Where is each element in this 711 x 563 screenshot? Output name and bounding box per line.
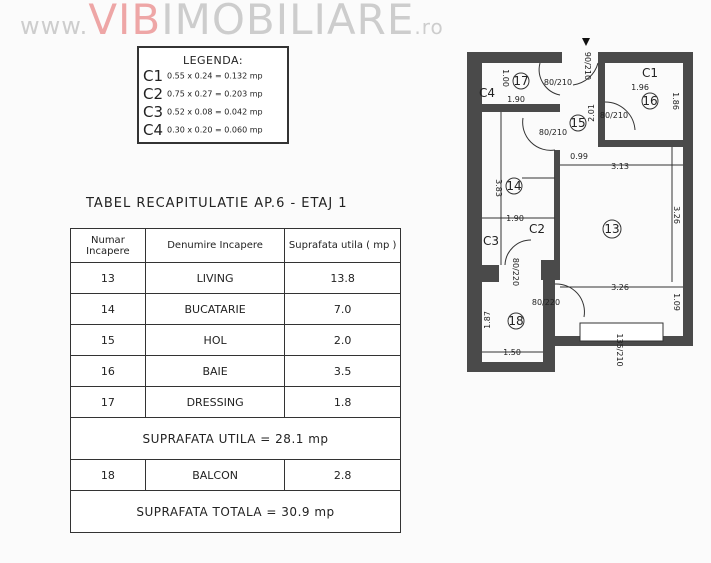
closet-c3-label: C3: [483, 234, 499, 248]
header-name: Denumire Incapere: [144, 228, 286, 263]
total-area: SUPRAFATA TOTALA = 30.9 mp: [70, 490, 401, 533]
legend-formula: 0.52 x 0.08 = 0.042 mp: [167, 107, 263, 117]
dim-label: 1.50: [503, 348, 521, 357]
door-label: 80/220: [532, 298, 560, 307]
dim-label: 1.00: [501, 69, 510, 87]
legend-title: LEGENDA:: [182, 54, 244, 67]
legend-code: C1: [143, 67, 164, 85]
dim-label: 1.86: [671, 92, 680, 110]
table-header: Numar Incapere Denumire Incapere Suprafa…: [70, 228, 401, 263]
room-name: LIVING: [144, 262, 286, 294]
room-13-label: 13: [604, 222, 619, 236]
entrance-arrow-icon: [582, 38, 590, 46]
room-labels: 17 16 15 14 13 18 C1 C2 C3 C4: [479, 66, 659, 330]
total-util-row: SUPRAFATA UTILA = 28.1 mp: [70, 417, 401, 460]
closet-c1-label: C1: [642, 66, 658, 80]
dim-label: 1.90: [507, 95, 525, 104]
door-label: 80/210: [539, 128, 567, 137]
total-util: SUPRAFATA UTILA = 28.1 mp: [70, 417, 401, 460]
dim-label: 1.09: [672, 293, 681, 311]
walls: [467, 52, 693, 372]
dimensions: 1.90 1.00 1.96 1.86 2.01 0.99 3.13 3.83 …: [483, 52, 681, 367]
room-number: 17: [70, 386, 146, 418]
dim-label: 1.90: [506, 214, 524, 223]
dim-label: 1.96: [631, 83, 649, 92]
door-label: 135/210: [615, 333, 624, 366]
room-name: BAIE: [144, 355, 286, 387]
door-swings: [482, 62, 683, 353]
room-area: 13.8: [284, 262, 401, 294]
room-18-label: 18: [508, 314, 523, 328]
room-number: 14: [70, 293, 146, 325]
watermark-prefix: www.: [20, 12, 89, 40]
total-row: SUPRAFATA TOTALA = 30.9 mp: [70, 490, 401, 533]
legend-code: C4: [143, 121, 164, 139]
door-label: 90/210: [583, 52, 592, 80]
room-area: 7.0: [284, 293, 401, 325]
watermark-brand-red: VIB: [88, 0, 162, 44]
room-16-label: 16: [642, 94, 657, 108]
door-label: 80/210: [600, 111, 628, 120]
dim-label: 3.13: [611, 162, 629, 171]
dim-label: 2.01: [587, 104, 596, 122]
legend-formula: 0.30 x 0.20 = 0.060 mp: [167, 125, 263, 135]
room-area: 1.8: [284, 386, 401, 418]
header-number: Numar Incapere: [70, 228, 146, 263]
closet-c4-label: C4: [479, 86, 495, 100]
dim-label: 3.26: [672, 206, 681, 224]
legend-code: C3: [143, 103, 164, 121]
dim-label: 1.87: [483, 311, 492, 329]
room-area: 2.0: [284, 324, 401, 356]
watermark-brand: IMOBILIARE: [161, 0, 415, 44]
legend-formula: 0.55 x 0.24 = 0.132 mp: [167, 71, 263, 81]
legend-code: C2: [143, 85, 164, 103]
summary-table: Numar Incapere Denumire Incapere Suprafa…: [70, 228, 401, 533]
table-title: TABEL RECAPITULATIE AP.6 - ETAJ 1: [86, 196, 348, 211]
dim-label: 0.99: [570, 152, 588, 161]
door-label: 80/210: [544, 78, 572, 87]
room-name: BUCATARIE: [144, 293, 286, 325]
dim-label: 3.83: [494, 179, 503, 197]
room-number: 16: [70, 355, 146, 387]
closet-c2-label: C2: [529, 222, 545, 236]
room-15-label: 15: [570, 116, 585, 130]
watermark: www.VIBIMOBILIARE.ro: [20, 0, 444, 49]
room-17-label: 17: [513, 74, 528, 88]
door-label: 80/220: [511, 258, 520, 286]
legend-formula: 0.75 x 0.27 = 0.203 mp: [167, 89, 263, 99]
watermark-suffix: .ro: [414, 15, 444, 39]
dim-label: 3.26: [611, 283, 629, 292]
room-14-label: 14: [506, 179, 521, 193]
